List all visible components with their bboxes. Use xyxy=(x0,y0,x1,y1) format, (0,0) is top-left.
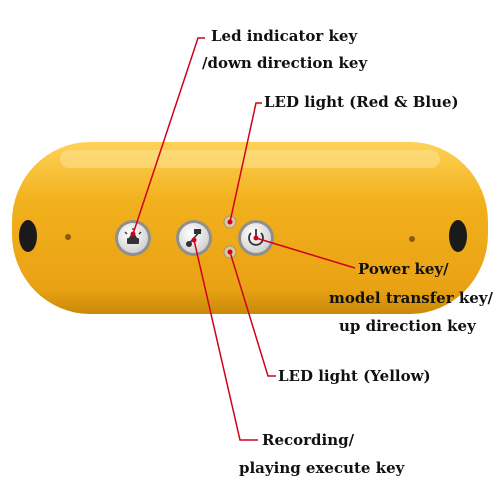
label-record-line1: Recording/ xyxy=(262,431,355,449)
right-speaker xyxy=(449,220,467,252)
left-mic-hole xyxy=(65,234,71,240)
label-led-red-blue: LED light (Red & Blue) xyxy=(264,93,459,111)
label-led-indicator-line1: Led indicator key xyxy=(211,27,358,45)
label-led-yellow: LED light (Yellow) xyxy=(278,367,431,385)
dot-record xyxy=(191,237,197,243)
leader-led-red-blue xyxy=(229,102,262,223)
dot-power xyxy=(253,235,259,241)
led-indicator-key[interactable] xyxy=(115,220,151,256)
label-power-line1: Power key/ xyxy=(358,260,449,278)
label-led-indicator-line2: /down direction key xyxy=(202,54,368,72)
leader-record xyxy=(193,239,258,441)
dot-led-red-blue xyxy=(227,219,233,225)
label-power-line2: model transfer key/ xyxy=(329,289,493,307)
left-speaker xyxy=(19,220,37,252)
leader-power xyxy=(255,237,356,269)
leader-led-indicator xyxy=(132,37,205,235)
dot-led-indicator xyxy=(130,231,136,237)
body-highlight xyxy=(60,150,440,168)
label-record-line2: playing execute key xyxy=(239,459,405,477)
dot-led-yellow xyxy=(227,249,233,255)
leader-led-yellow xyxy=(229,251,276,377)
label-power-line3: up direction key xyxy=(339,317,476,335)
right-mic-hole xyxy=(409,236,415,242)
